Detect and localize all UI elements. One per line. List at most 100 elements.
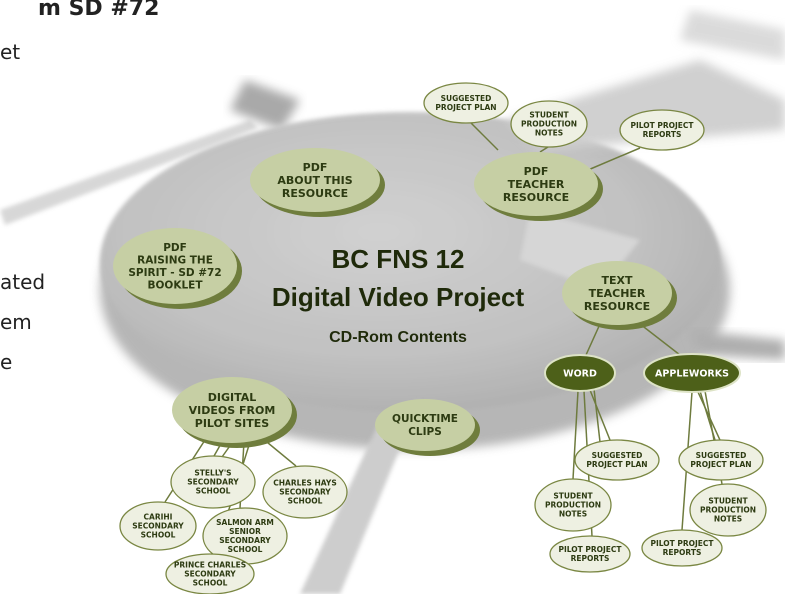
node-label-line: PROJECT PLAN	[435, 103, 496, 112]
node-label-line: CARIHI	[144, 513, 173, 522]
node-label-line: PROJECT PLAN	[690, 460, 751, 469]
left-text-em: em	[0, 310, 32, 334]
connector-text-teacher-to-word	[585, 323, 601, 356]
node-shape	[562, 261, 672, 325]
node-label-line: APPLEWORKS	[655, 368, 729, 379]
node-shape	[510, 100, 588, 148]
node-label-line: SALMON ARM	[216, 518, 274, 527]
node-label-line: SECONDARY	[219, 536, 271, 545]
node-label-line: SECONDARY	[279, 488, 331, 497]
node-shape	[619, 109, 705, 151]
connector-pdf-teacher-to-student-notes-top	[539, 146, 549, 153]
node-shape	[534, 478, 612, 532]
node-shape	[689, 483, 767, 537]
left-text-booklet: et	[0, 40, 21, 64]
node-shape	[113, 228, 237, 304]
node-label-line: SUGGESTED	[696, 451, 747, 460]
node-shape	[641, 529, 723, 567]
node-label-line: QUICKTIME	[392, 413, 458, 425]
left-text-e: e	[0, 350, 13, 374]
node-label-line: ABOUT THIS	[277, 174, 352, 187]
connector-pdf-teacher-to-pilot-reports-top	[587, 147, 641, 171]
title-line-2: Digital Video Project	[272, 282, 525, 312]
node-shape	[549, 535, 631, 573]
node-label-line: SENIOR	[229, 527, 261, 536]
node-label-line: DIGITAL	[208, 391, 257, 404]
node-label-line: TEXT	[601, 274, 632, 287]
connector-appleworks-to-apple-suggested	[697, 391, 721, 441]
node-appleworks[interactable]: APPLEWORKS	[643, 353, 741, 393]
node-label-line: PILOT PROJECT	[650, 539, 714, 548]
node-shape	[474, 152, 598, 216]
node-label-line: SUGGESTED	[441, 94, 492, 103]
node-label-line: CHARLES HAYS	[273, 479, 336, 488]
connector-word-to-word-suggested	[593, 388, 601, 443]
connector-text-teacher-to-appleworks	[639, 323, 681, 356]
node-shape	[165, 553, 255, 594]
node-label-line: SCHOOL	[196, 487, 231, 496]
left-heading-fragment: m SD #72	[38, 0, 160, 21]
node-label-line: SCHOOL	[193, 579, 228, 588]
node-label-line: SCHOOL	[228, 545, 263, 554]
node-label-line: SCHOOL	[141, 531, 176, 540]
node-label-line: REPORTS	[643, 130, 682, 139]
node-shape	[172, 377, 292, 443]
node-shape	[262, 465, 348, 519]
node-label-line: PRINCE CHARLES	[174, 561, 246, 570]
node-label-line: WORD	[563, 368, 597, 379]
node-label-line: REPORTS	[571, 554, 610, 563]
node-label-line: REPORTS	[663, 548, 702, 557]
node-label-line: PRODUCTION	[521, 120, 577, 129]
node-label-line: SECONDARY	[184, 570, 236, 579]
node-label-line: STUDENT	[529, 111, 569, 120]
diagram-title: BC FNS 12 Digital Video Project CD-Rom C…	[272, 244, 525, 346]
node-label-line: TEACHER	[508, 178, 565, 191]
node-label-line: RESOURCE	[503, 191, 569, 204]
node-label-line: VIDEOS FROM	[189, 404, 276, 417]
node-shape	[423, 82, 509, 124]
node-label-line: BOOKLET	[147, 279, 203, 291]
node-label-line: CLIPS	[408, 426, 442, 438]
node-label-line: PDF	[303, 161, 328, 174]
node-shape	[170, 455, 256, 509]
node-label-line: NOTES	[559, 510, 587, 519]
node-label-line: PRODUCTION	[700, 506, 756, 515]
node-label-line: SECONDARY	[132, 522, 184, 531]
node-label-line: SPIRIT - SD #72	[128, 267, 221, 279]
node-label-line: SUGGESTED	[592, 451, 643, 460]
node-label-line: STUDENT	[553, 492, 593, 501]
node-label-line: PDF	[163, 242, 187, 254]
node-label-line: RESOURCE	[584, 300, 650, 313]
node-label-line: PDF	[524, 165, 549, 178]
node-word[interactable]: WORD	[544, 354, 616, 392]
node-shape	[678, 439, 764, 481]
node-shape	[643, 353, 741, 393]
node-shape	[544, 354, 616, 392]
node-label-line: SECONDARY	[187, 478, 239, 487]
node-shape	[574, 439, 660, 481]
node-shape	[119, 501, 197, 551]
node-label-line: PILOT SITES	[195, 417, 269, 430]
node-label-line: STUDENT	[708, 497, 748, 506]
